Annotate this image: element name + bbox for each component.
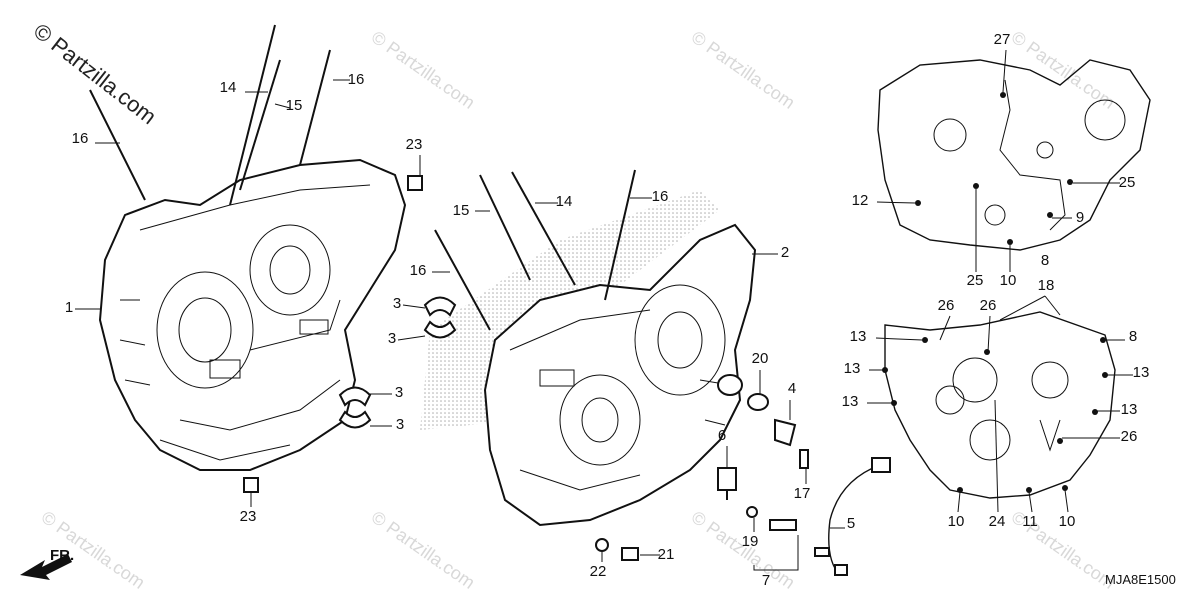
- callout-24: 24: [989, 513, 1006, 530]
- bearing-shells: [338, 296, 457, 429]
- callout-16: 16: [348, 71, 365, 88]
- callout-16: 16: [72, 130, 89, 147]
- callout-16: 16: [652, 188, 669, 205]
- callout-15: 15: [453, 202, 470, 219]
- watermark-text: © Partzilla.com: [368, 507, 479, 593]
- dowel-23-top: [407, 175, 423, 191]
- callout-13: 13: [1121, 401, 1138, 418]
- callout-13: 13: [850, 328, 867, 345]
- copyright-text: © Partzilla.com: [29, 18, 161, 129]
- callout-13: 13: [1133, 364, 1150, 381]
- callout-14: 14: [220, 79, 237, 96]
- callout-12: 12: [852, 192, 869, 209]
- diagram-code: MJA8E1500: [1105, 572, 1176, 587]
- callout-15: 15: [286, 97, 303, 114]
- front-marker-label: FR.: [50, 547, 74, 564]
- callout-26: 26: [980, 297, 997, 314]
- callout-6: 6: [718, 427, 726, 444]
- callout-11: 11: [1022, 513, 1038, 530]
- callout-22: 22: [590, 563, 607, 580]
- callout-25: 25: [1119, 174, 1136, 191]
- callout-7: 7: [762, 572, 770, 589]
- front-marker: FR.: [20, 547, 74, 580]
- callout-4: 4: [788, 380, 796, 397]
- callout-8: 8: [1041, 252, 1049, 269]
- right-crankcase: [483, 223, 757, 527]
- callout-3: 3: [395, 384, 403, 401]
- small-parts: [595, 374, 891, 576]
- lower-gasket: [882, 311, 1116, 499]
- callout-10: 10: [1059, 513, 1076, 530]
- callout-5: 5: [847, 515, 855, 532]
- callout-27: 27: [994, 31, 1011, 48]
- callout-20: 20: [752, 350, 769, 367]
- callout-26: 26: [938, 297, 955, 314]
- callout-19: 19: [742, 533, 759, 550]
- callout-26: 26: [1121, 428, 1138, 445]
- front-arrow-icon: [20, 554, 72, 580]
- callout-17: 17: [794, 485, 811, 502]
- callout-9: 9: [1076, 209, 1084, 226]
- callout-18: 18: [1038, 277, 1055, 294]
- callout-labels: 16 14 15 16 23 1 23 15 14 16 2 16 3 3 3 3 20 4 6 17 5 19 7 21 22…: [65, 31, 1150, 589]
- callout-23: 23: [240, 508, 257, 525]
- callout-3: 3: [396, 416, 404, 433]
- callout-10: 10: [1000, 272, 1017, 289]
- left-crankcase: [98, 158, 407, 471]
- callout-16: 16: [410, 262, 427, 279]
- leader-lines: [75, 49, 1133, 571]
- callout-23: 23: [406, 136, 423, 153]
- studs: [89, 24, 636, 331]
- callout-13: 13: [842, 393, 859, 410]
- callout-21: 21: [658, 546, 675, 563]
- callout-8: 8: [1129, 328, 1137, 345]
- callout-3: 3: [388, 330, 396, 347]
- watermark-text: © Partzilla.com: [688, 27, 799, 113]
- callout-14: 14: [556, 193, 573, 210]
- callout-10: 10: [948, 513, 965, 530]
- callout-25: 25: [967, 272, 984, 289]
- dowel-23-bottom: [243, 477, 259, 493]
- watermark-text: © Partzilla.com: [368, 27, 479, 113]
- callout-1: 1: [65, 299, 73, 316]
- callout-2: 2: [781, 244, 789, 261]
- callout-3: 3: [393, 295, 401, 312]
- upper-gasket: [877, 59, 1151, 251]
- callout-13: 13: [844, 360, 861, 377]
